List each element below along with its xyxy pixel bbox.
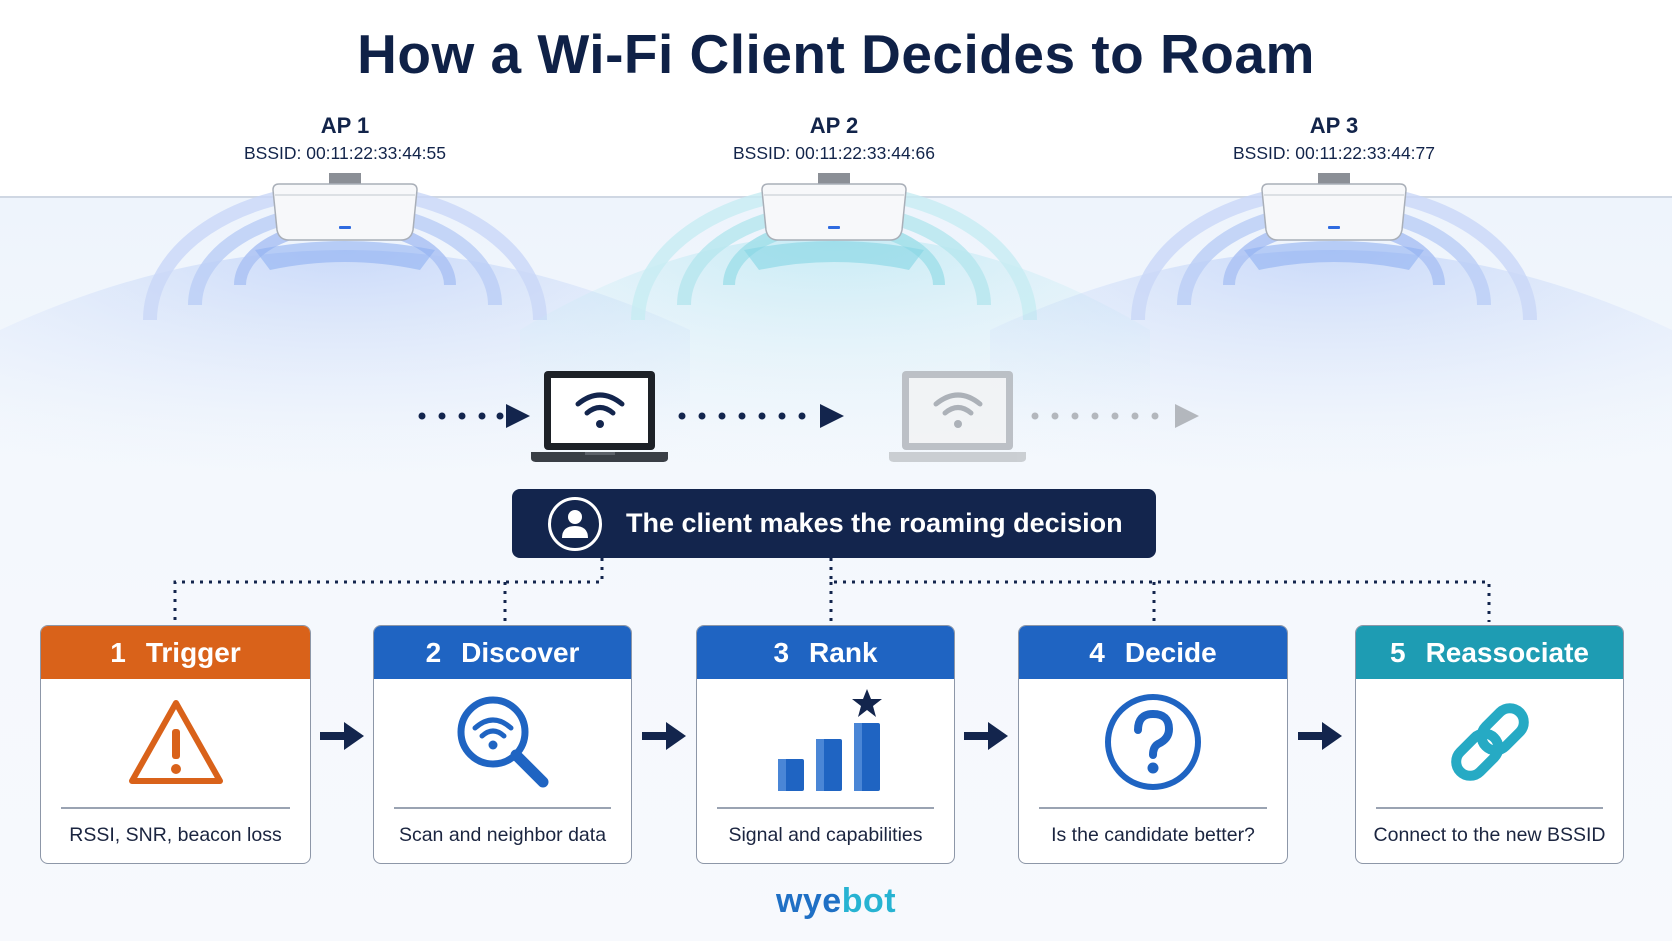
ap3-coverage <box>990 183 1672 480</box>
step-number: 3 <box>773 636 790 668</box>
step-card-decide: 4 Decide Is the candidate better? <box>1018 625 1288 864</box>
step-number: 5 <box>1389 636 1406 668</box>
step-header: 3 Rank <box>697 626 954 679</box>
ap-name: AP 3 <box>1309 113 1359 138</box>
step-title: Reassociate <box>1425 636 1589 668</box>
step-number: 2 <box>425 636 442 668</box>
user-icon <box>548 496 602 551</box>
brand-part: bot <box>841 882 897 920</box>
arrow-right-icon <box>964 722 1008 750</box>
laptop-icon <box>889 371 1026 462</box>
step-description: Connect to the new BSSID <box>1373 824 1606 846</box>
step-title: Trigger <box>145 636 241 668</box>
ap-name: AP 2 <box>809 113 859 138</box>
warning-icon <box>41 688 310 796</box>
card-divider <box>1039 807 1267 809</box>
arrow-right-icon <box>320 722 364 750</box>
step-header: 1 Trigger <box>41 626 310 679</box>
ap-name: AP 1 <box>320 113 370 138</box>
banner-text: The client makes the roaming decision <box>626 508 1123 538</box>
roam-path-dots <box>418 404 1199 428</box>
card-divider <box>394 807 611 809</box>
step-card-trigger: 1 Trigger RSSI, SNR, beacon loss <box>40 625 311 864</box>
step-description: Scan and neighbor data <box>398 824 607 846</box>
step-card-discover: 2 Discover Scan and neighbor data <box>373 625 632 864</box>
bar-chart-star-icon <box>697 688 954 796</box>
brand-logo: wyebot <box>0 882 1672 921</box>
step-card-rank: 3 Rank Signal and capabilities <box>696 625 955 864</box>
step-number: 4 <box>1089 636 1105 668</box>
step-title: Decide <box>1124 636 1217 668</box>
laptop-icon <box>531 371 668 462</box>
ap-bssid: BSSID: 00:11:22:33:44:66 <box>732 143 936 163</box>
step-description: Signal and capabilities <box>728 824 923 846</box>
step-title: Discover <box>461 636 580 668</box>
step-description: Is the candidate better? <box>1051 824 1255 846</box>
brand-part: wye <box>775 882 842 920</box>
arrow-right-icon <box>1298 722 1342 750</box>
ap2-label: AP 2 BSSID: 00:11:22:33:44:66 <box>674 113 994 164</box>
step-card-reassociate: 5 Reassociate Connect to the new BSSID <box>1355 625 1624 864</box>
access-point-icon <box>761 173 907 241</box>
ap3-label: AP 3 BSSID: 00:11:22:33:44:77 <box>1174 113 1494 164</box>
page-title: How a Wi-Fi Client Decides to Roam <box>357 23 1315 85</box>
wifi-search-icon <box>374 688 631 796</box>
question-icon <box>1019 688 1287 796</box>
card-divider <box>61 807 290 809</box>
access-point-icon <box>272 173 418 241</box>
step-description: RSSI, SNR, beacon loss <box>69 824 282 846</box>
decision-connectors <box>173 558 1491 622</box>
step-number: 1 <box>110 636 126 668</box>
step-header: 5 Reassociate <box>1356 626 1623 679</box>
step-header: 2 Discover <box>374 626 631 679</box>
client-decision-banner: The client makes the roaming decision <box>512 489 1156 558</box>
step-title: Rank <box>809 636 878 668</box>
link-icon <box>1356 688 1623 796</box>
arrow-right-icon <box>642 722 686 750</box>
card-divider <box>1376 807 1603 809</box>
access-point-icon <box>1261 173 1407 241</box>
ap-bssid: BSSID: 00:11:22:33:44:55 <box>243 143 447 163</box>
card-divider <box>717 807 934 809</box>
ap-bssid: BSSID: 00:11:22:33:44:77 <box>1232 143 1436 163</box>
ap1-label: AP 1 BSSID: 00:11:22:33:44:55 <box>185 113 505 164</box>
step-header: 4 Decide <box>1019 626 1287 679</box>
